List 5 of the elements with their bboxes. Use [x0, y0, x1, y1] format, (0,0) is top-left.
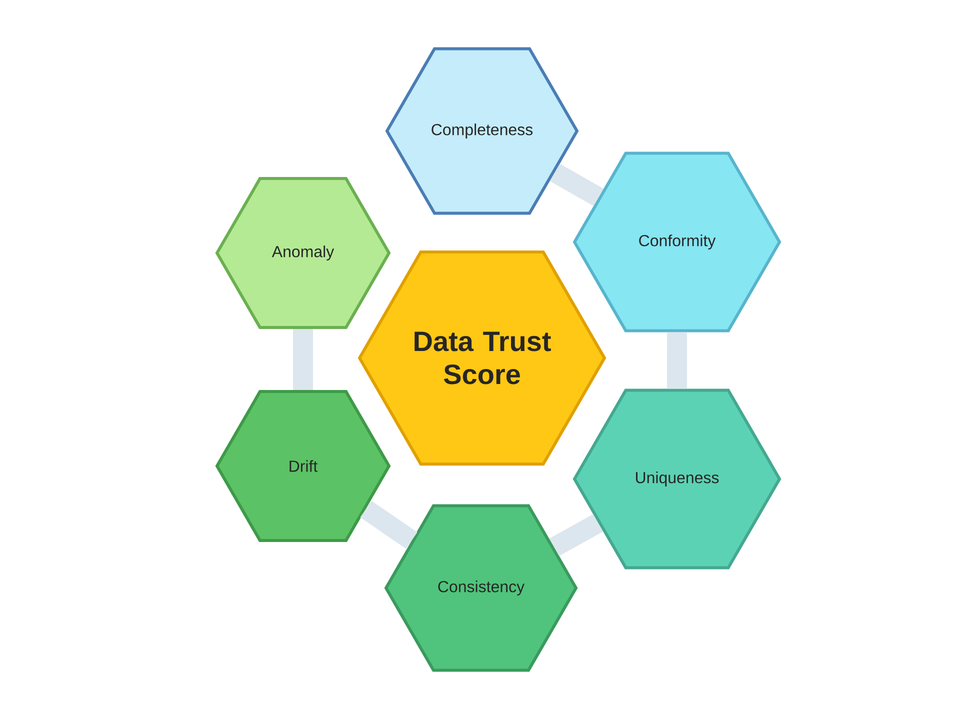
connector-band [667, 332, 688, 389]
connector-band [550, 164, 604, 206]
connector-band [360, 500, 418, 549]
connector-band [549, 514, 603, 556]
connector-band [293, 329, 314, 390]
